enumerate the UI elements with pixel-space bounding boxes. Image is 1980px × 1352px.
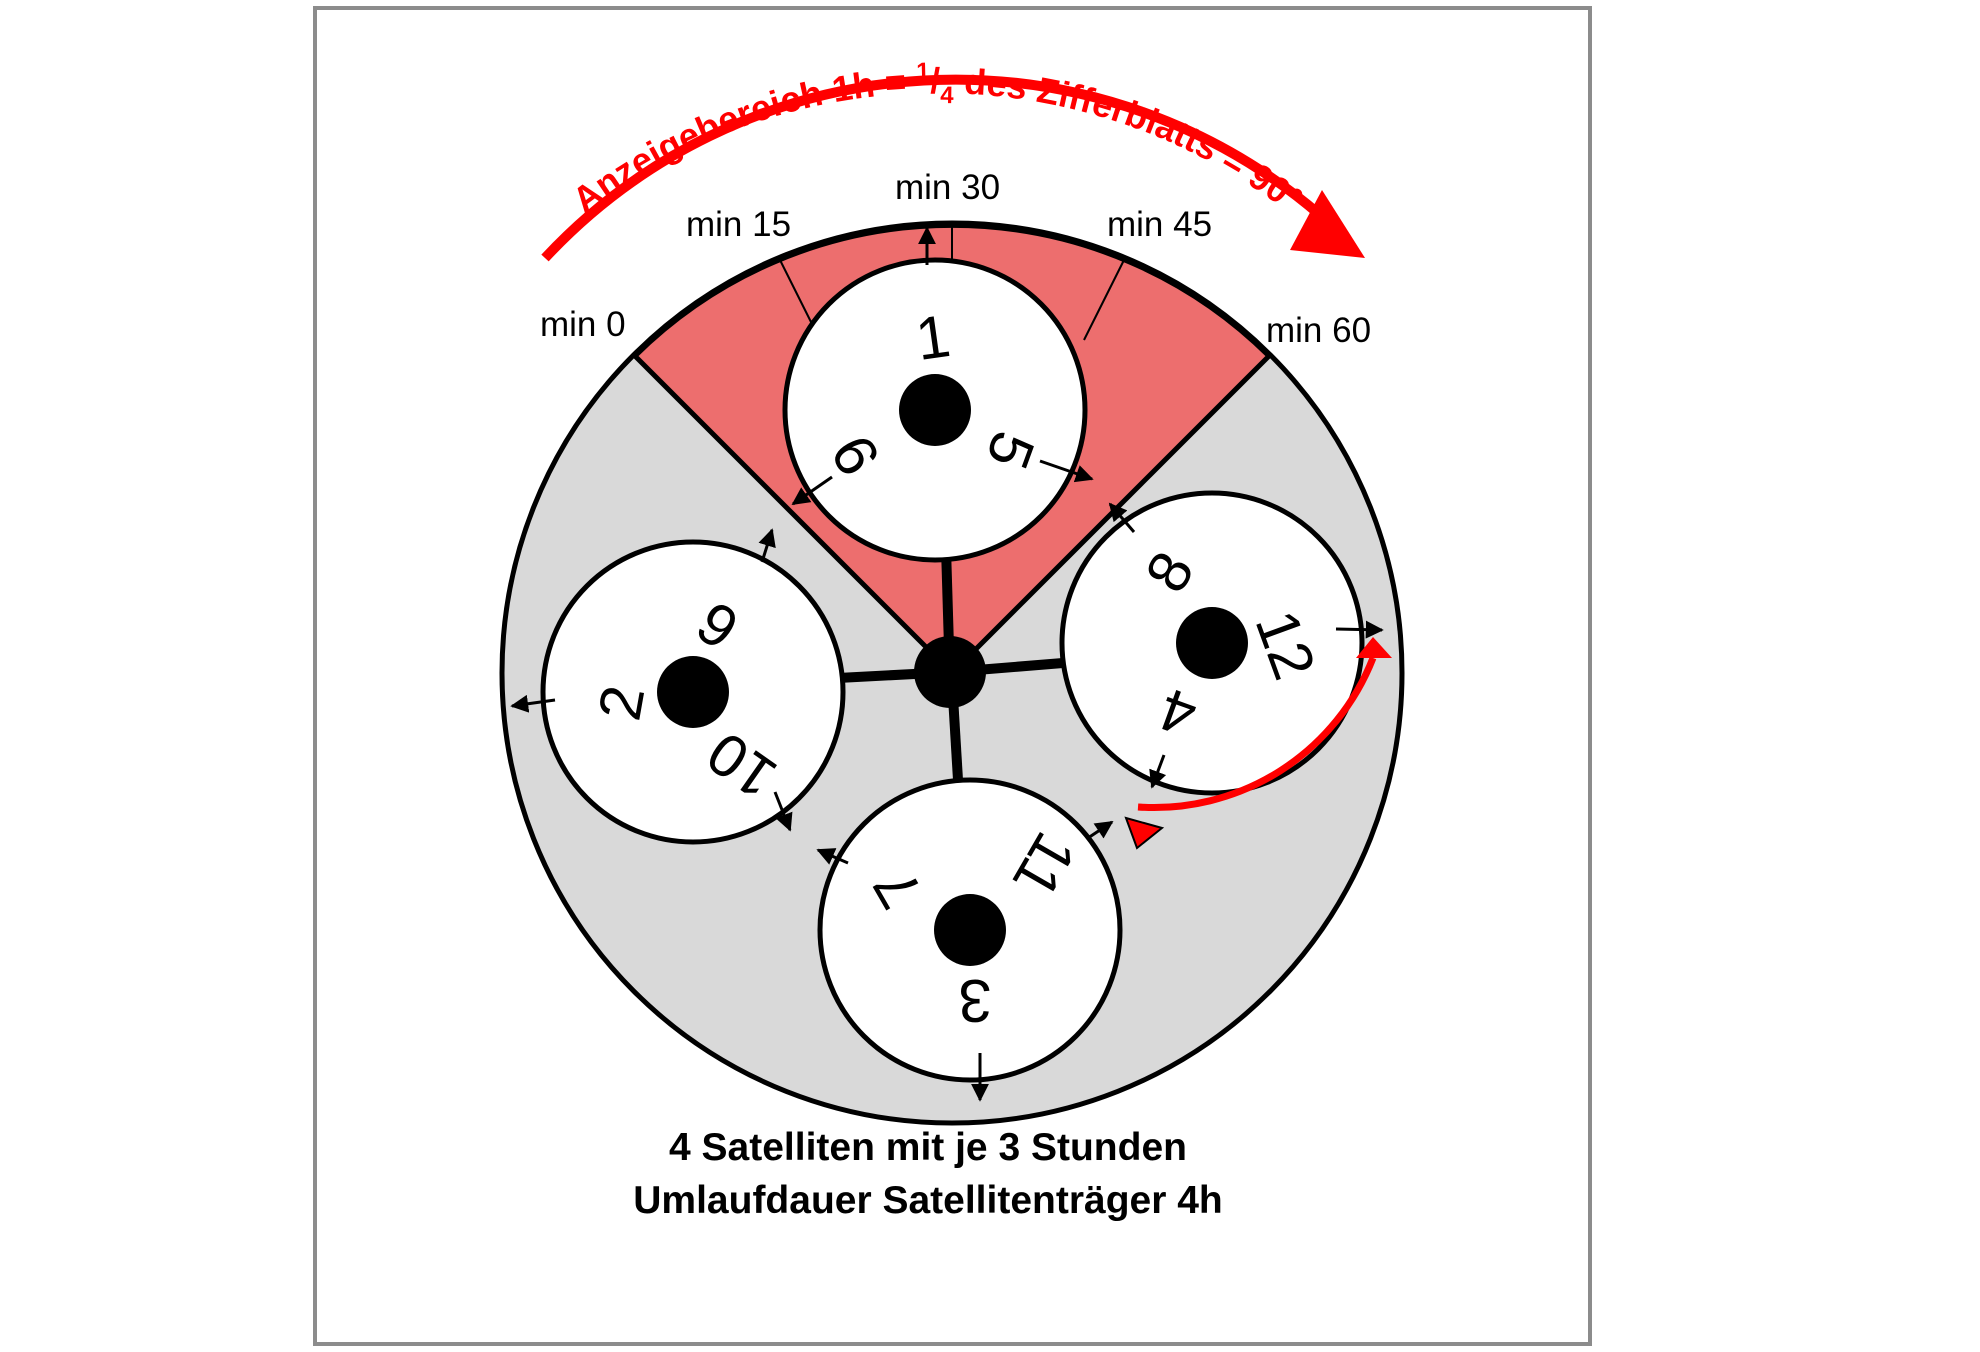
minute-label-60: min 60 — [1266, 311, 1371, 350]
rotation-arrow — [1124, 637, 1392, 850]
caption-line-2: Umlaufdauer Satellitenträger 4h — [633, 1179, 1223, 1222]
carrier-hub — [914, 636, 986, 708]
minute-label-45: min 45 — [1107, 205, 1212, 244]
hour-label-3: 3 — [958, 967, 991, 1034]
satellite-bottom — [817, 777, 1123, 1083]
minute-label-30: min 30 — [895, 168, 1000, 207]
figure-frame — [313, 6, 1592, 1346]
satellite-right — [1059, 490, 1365, 796]
satellite-top — [782, 257, 1088, 563]
satellite-left — [540, 539, 846, 845]
minute-label-0: min 0 — [540, 305, 626, 344]
sector-divider-45 — [1083, 257, 1126, 341]
caption-line-1: 4 Satelliten mit je 3 Stunden — [669, 1126, 1187, 1169]
minute-label-15: min 15 — [686, 205, 791, 244]
hour-pointers — [510, 226, 1384, 1102]
